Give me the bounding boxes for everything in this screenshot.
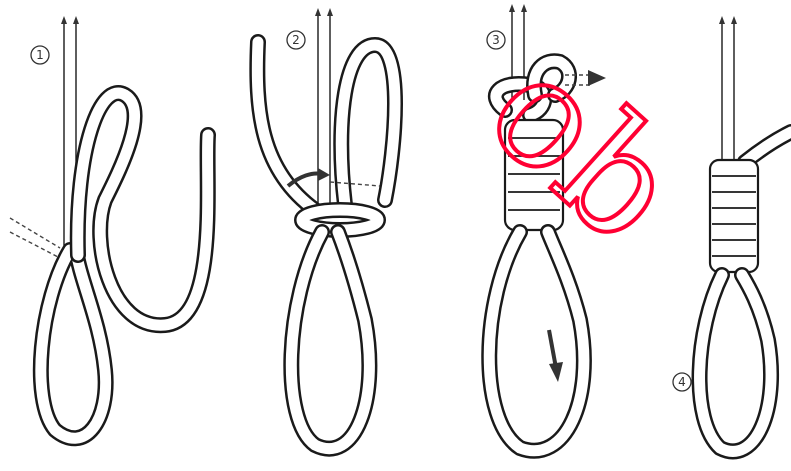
step-3-number: 3 bbox=[492, 33, 500, 47]
step-1-figure bbox=[10, 16, 208, 438]
step-1-number: 1 bbox=[36, 48, 44, 62]
step-4-label: 4 bbox=[673, 373, 691, 391]
watermark: ob bbox=[456, 22, 711, 276]
step-2-figure bbox=[257, 8, 395, 449]
step-2-number: 2 bbox=[292, 33, 300, 47]
step-4-number: 4 bbox=[678, 375, 686, 389]
step-4-figure bbox=[700, 16, 791, 451]
watermark-text: ob bbox=[456, 22, 711, 276]
step-3-label: 3 bbox=[487, 31, 505, 49]
step-1-label: 1 bbox=[31, 46, 49, 64]
step-2-label: 2 bbox=[287, 31, 305, 49]
